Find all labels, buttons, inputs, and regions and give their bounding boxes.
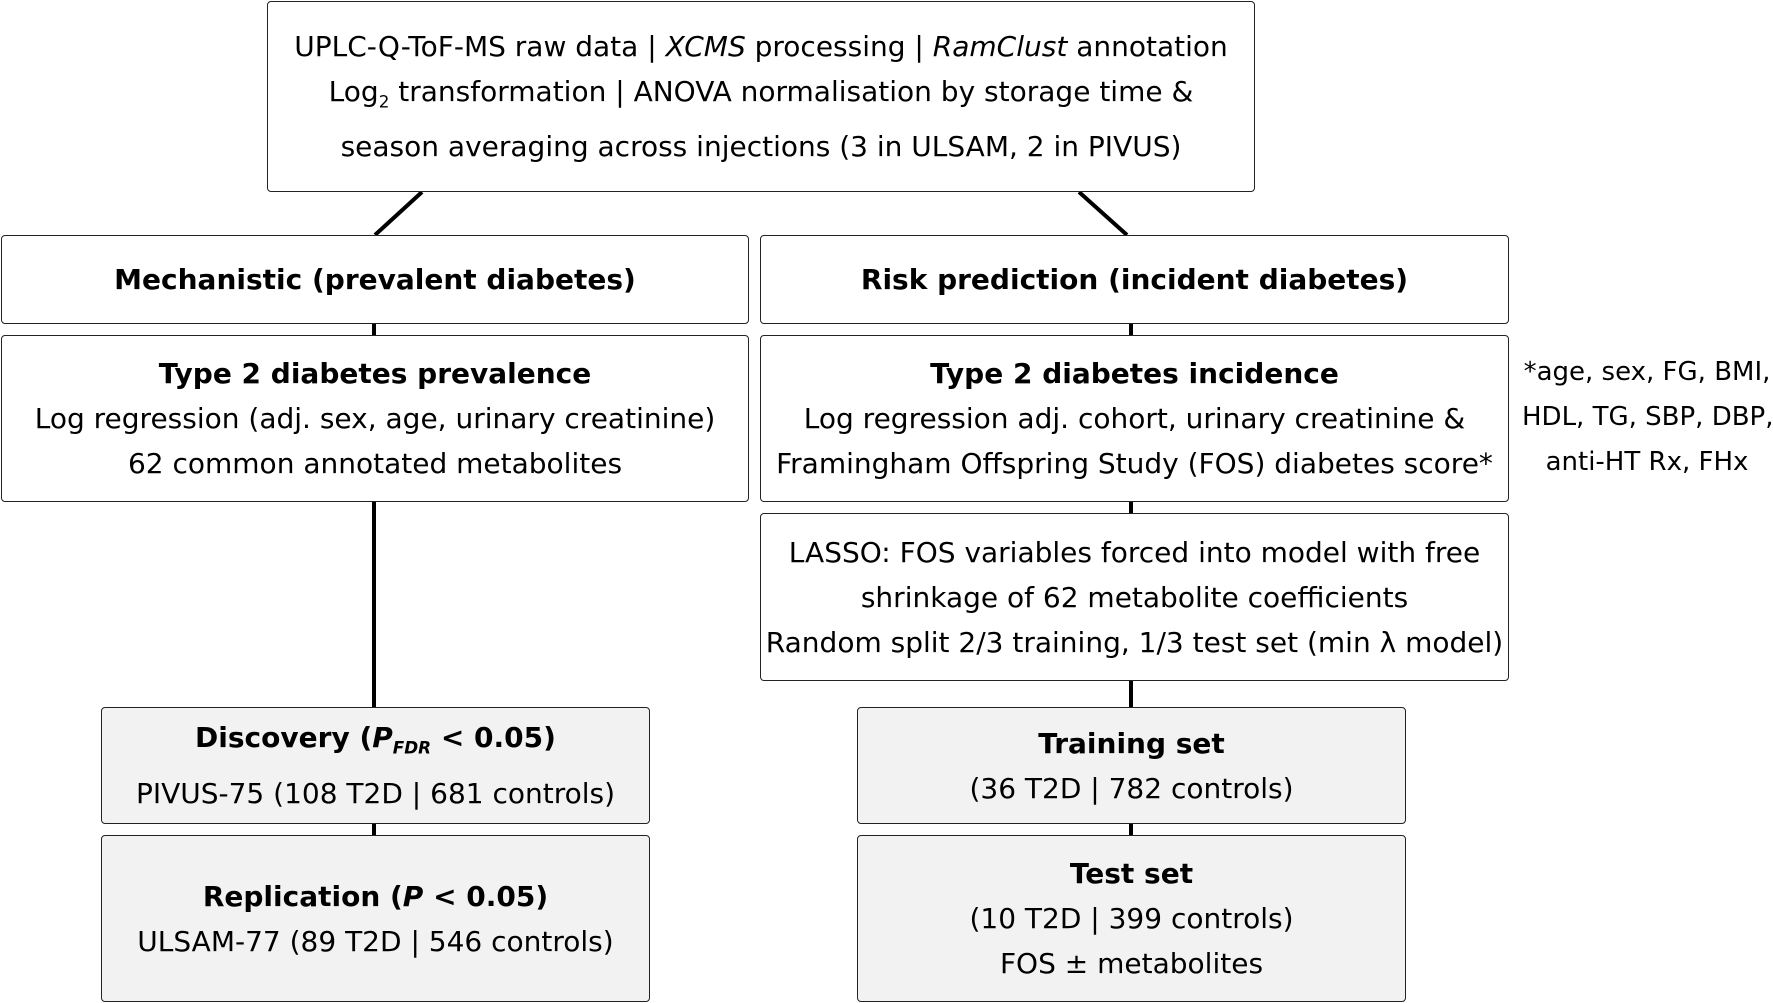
lasso-line-2: shrinkage of 62 metabolite coefficients	[860, 580, 1409, 614]
replication-cohort: ULSAM-77 (89 T2D | 546 controls)	[137, 924, 614, 958]
prevalence-line-1: Log regression (adj. sex, age, urinary c…	[34, 402, 716, 435]
footnote-line-3: anti-HT Rx, FHx	[1545, 447, 1749, 477]
training-box: Training set (36 T2D | 782 controls)	[857, 707, 1406, 824]
lasso-line-3: Random split 2/3 training, 1/3 test set …	[765, 625, 1504, 659]
prevalence-title: Type 2 diabetes prevalence	[158, 357, 592, 390]
lasso-box: LASSO: FOS variables forced into model w…	[760, 513, 1509, 681]
preprocessing-line-2: Log2 transformation | ANOVA normalisatio…	[328, 74, 1194, 112]
connector-top-right	[1077, 190, 1129, 237]
incidence-box: Type 2 diabetes incidence Log regression…	[760, 335, 1509, 502]
test-models: FOS ± metabolites	[999, 947, 1264, 980]
lasso-line-1: LASSO: FOS variables forced into model w…	[788, 535, 1481, 569]
discovery-cohort: PIVUS-75 (108 T2D | 681 controls)	[135, 776, 616, 810]
preprocessing-line-1: UPLC-Q-ToF-MS raw data | XCMS processing…	[294, 29, 1228, 63]
training-title: Training set	[1038, 726, 1225, 760]
preprocessing-line-3: season averaging across injections (3 in…	[340, 130, 1182, 164]
risk-prediction-header-box: Risk prediction (incident diabetes)	[760, 235, 1509, 324]
incidence-line-2: Framingham Offspring Study (FOS) diabete…	[776, 447, 1493, 480]
replication-box: Replication (P < 0.05) ULSAM-77 (89 T2D …	[101, 835, 650, 1002]
test-title: Test set	[1069, 857, 1194, 890]
replication-title: Replication (P < 0.05)	[202, 879, 549, 913]
discovery-title: Discovery (PFDR < 0.05)	[195, 721, 556, 758]
test-box: Test set (10 T2D | 399 controls) FOS ± m…	[857, 835, 1406, 1002]
preprocessing-box: UPLC-Q-ToF-MS raw data | XCMS processing…	[267, 1, 1255, 192]
fos-score-footnote: *age, sex, FG, BMI, HDL, TG, SBP, DBP, a…	[1522, 350, 1773, 485]
connector-top-left	[373, 190, 424, 237]
footnote-line-2: HDL, TG, SBP, DBP,	[1522, 402, 1773, 432]
mechanistic-header-box: Mechanistic (prevalent diabetes)	[1, 235, 749, 324]
footnote-line-1: *age, sex, FG, BMI,	[1523, 357, 1771, 387]
incidence-title: Type 2 diabetes incidence	[930, 357, 1339, 390]
mechanistic-header-label: Mechanistic (prevalent diabetes)	[114, 263, 636, 296]
training-cohort: (36 T2D | 782 controls)	[969, 771, 1294, 805]
prevalence-line-2: 62 common annotated metabolites	[127, 447, 623, 480]
test-cohort: (10 T2D | 399 controls)	[969, 902, 1294, 935]
risk-prediction-header-label: Risk prediction (incident diabetes)	[860, 263, 1409, 296]
incidence-line-1: Log regression adj. cohort, urinary crea…	[803, 402, 1466, 435]
discovery-box: Discovery (PFDR < 0.05) PIVUS-75 (108 T2…	[101, 707, 650, 824]
prevalence-box: Type 2 diabetes prevalence Log regressio…	[1, 335, 749, 502]
